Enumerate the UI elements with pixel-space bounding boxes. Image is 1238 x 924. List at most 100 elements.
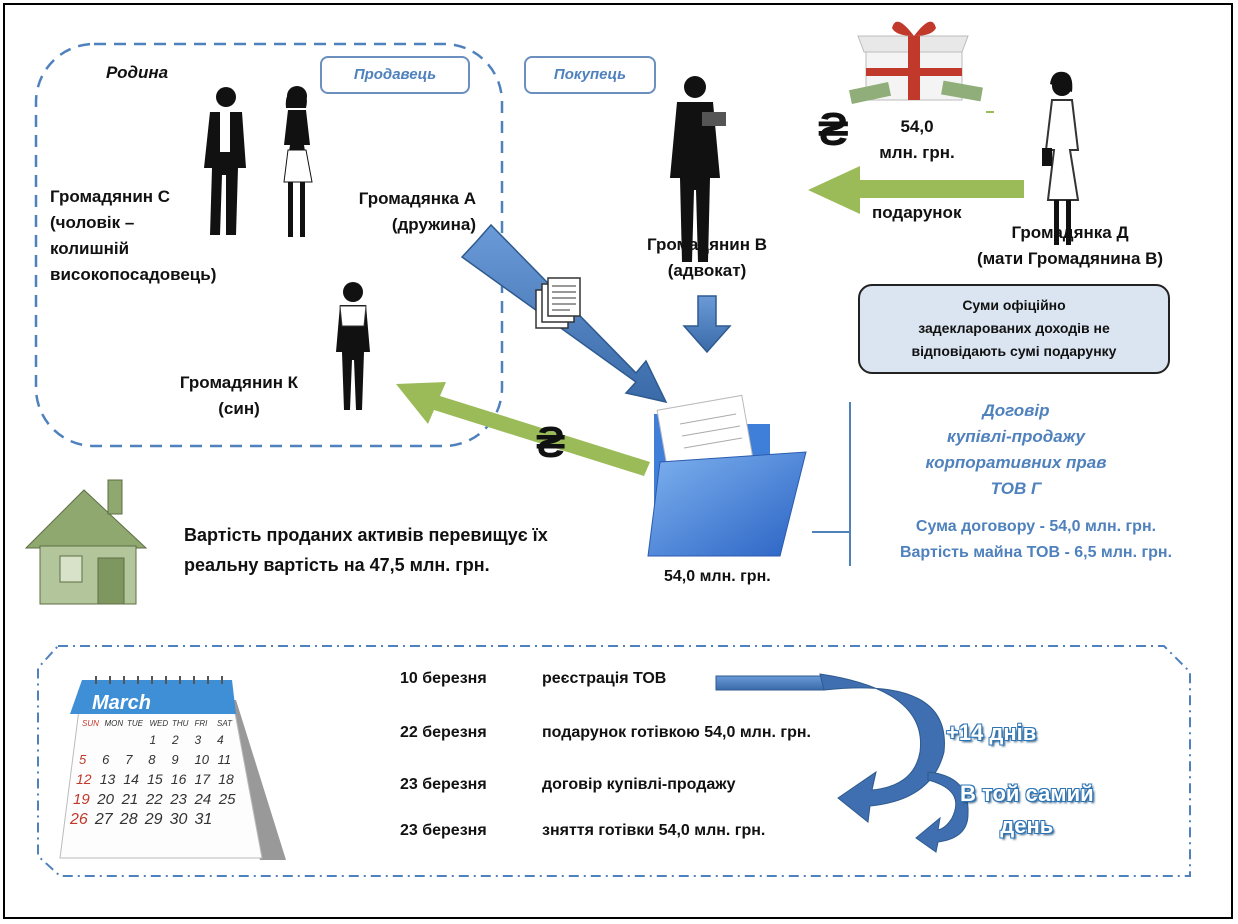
calendar-day: 20 [96, 791, 114, 808]
calendar-day: 6 [102, 752, 110, 767]
hryvnia-icon-payment: ₴ [536, 418, 566, 467]
citizen-b-role: (адвокат) [667, 261, 747, 280]
calendar-day: 25 [218, 791, 236, 808]
down-arrow-b [682, 295, 732, 354]
citizen-k-role: (син) [218, 399, 260, 418]
timeline-date: 23 березня [400, 822, 487, 839]
calendar-day: 7 [125, 752, 133, 767]
gift-amount-unit: млн. грн. [879, 143, 955, 162]
calendar-day: 10 [195, 752, 210, 767]
plus-days-label: +14 днів [946, 720, 1037, 745]
timeline-date: 10 березня [400, 670, 487, 687]
calendar-day: 23 [169, 791, 187, 808]
citizen-c-role-3: високопосадовець) [50, 265, 217, 284]
calendar-day: 4 [217, 733, 224, 747]
calendar-day: 24 [194, 791, 212, 808]
timeline-row-3: 23 березня договір купівлі-продажу [400, 776, 736, 794]
calendar-month: March [92, 692, 151, 714]
contract-bracket [812, 402, 851, 566]
calendar-day: 29 [144, 811, 163, 828]
calendar-day: 1 [150, 733, 157, 747]
calendar-weekday: SAT [217, 719, 233, 728]
citizen-d-name: Громадянка Д [1011, 223, 1129, 242]
same-day-label: В той самий день [960, 778, 1094, 842]
calendar-day: 14 [123, 771, 139, 787]
citizen-b-name: Громадянин В [646, 235, 768, 254]
diagram-frame [3, 3, 1233, 919]
overvalue-text: Вартість проданих активів перевищує їх р… [184, 520, 548, 580]
calendar-weekday: WED [150, 719, 169, 728]
timeline-event: зняття готівки 54,0 млн. грн. [542, 822, 766, 839]
timeline-date: 23 березня [400, 776, 487, 793]
timeline-date: 22 березня [400, 724, 487, 741]
contract-sum: Сума договору - 54,0 млн. грн. [915, 518, 1157, 535]
gift-arrow [808, 166, 1024, 214]
same-day-line-2: день [1000, 813, 1054, 838]
timeline-event: договір купівлі-продажу [542, 776, 736, 793]
citizen-d-silhouette [1042, 71, 1080, 245]
seller-label: Продавець [320, 56, 470, 94]
citizen-a-name: Громадянка А [358, 189, 476, 208]
documents-icon [535, 277, 581, 329]
citizen-c-role-2: колишній [50, 239, 130, 258]
calendar-day: 26 [69, 811, 88, 828]
money-house-icon [24, 479, 148, 605]
calendar-day: 8 [148, 752, 156, 767]
calendar-day: 11 [218, 752, 232, 767]
calendar-day: 17 [195, 771, 212, 787]
calendar-weekday: TUE [127, 719, 144, 728]
timeline-arrow-big [715, 673, 945, 823]
citizen-k-name: Громадянин К [179, 373, 299, 392]
citizen-d-label: Громадянка Д (мати Громадянина В) [950, 220, 1190, 272]
citizen-c-silhouette [204, 87, 246, 235]
timeline-event: реєстрація ТОВ [542, 670, 667, 687]
contract-line-4: ТОВ Г [990, 479, 1042, 498]
calendar-day: 15 [147, 771, 163, 787]
timeline-row-1: 10 березня реєстрація ТОВ [400, 670, 666, 688]
family-label: Родина [106, 63, 169, 82]
callout-line-1: Суми офіційно [962, 297, 1066, 313]
callout-line-2: задекларованих доходів не [918, 320, 1110, 336]
gift-box-icon [848, 21, 983, 105]
calendar-day: 27 [94, 811, 114, 828]
contract-figures: Сума договору - 54,0 млн. грн. Вартість … [844, 514, 1228, 566]
folder-icon [647, 394, 807, 557]
calendar-day: 31 [195, 811, 213, 828]
calendar-day: 22 [145, 791, 163, 808]
income-callout: Суми офіційно задекларованих доходів не … [858, 284, 1170, 374]
money-arrow [396, 382, 650, 476]
calendar-day: 30 [170, 811, 188, 828]
citizen-c-role-1: (чоловік – [50, 213, 135, 232]
calendar-day: 28 [119, 811, 138, 828]
buyer-label: Покупець [524, 56, 656, 94]
calendar-day: 2 [171, 733, 179, 747]
citizen-a-role: (дружина) [391, 215, 476, 234]
overvalue-line-2: реальну вартість на 47,5 млн. грн. [184, 555, 490, 575]
calendar-day: 18 [218, 771, 234, 787]
timeline-arrow-small [915, 771, 969, 853]
gift-amount: 54,0 млн. грн. [862, 114, 972, 166]
calendar-day: 21 [121, 791, 139, 808]
timeline-box [37, 645, 1191, 877]
calendar-day: 9 [171, 752, 178, 767]
calendar-weekday: THU [172, 719, 189, 728]
same-day-line-1: В той самий [960, 781, 1094, 806]
contract-property-value: Вартість майна ТОВ - 6,5 млн. грн. [899, 544, 1173, 561]
folder-amount: 54,0 млн. грн. [664, 568, 771, 585]
contract-line-1: Договір [982, 401, 1050, 420]
gift-label: подарунок [872, 203, 962, 222]
calendar-day: 16 [171, 771, 187, 787]
overvalue-line-1: Вартість проданих активів перевищує їх [184, 525, 548, 545]
gift-amount-value: 54,0 [900, 117, 934, 136]
timeline-event: подарунок готівкою 54,0 млн. грн. [542, 724, 811, 741]
callout-line-3: відповідають сумі подарунку [911, 343, 1117, 359]
timeline-row-2: 22 березня подарунок готівкою 54,0 млн. … [400, 724, 811, 742]
timeline-row-4: 23 березня зняття готівки 54,0 млн. грн. [400, 822, 765, 840]
calendar-day: 19 [73, 791, 90, 808]
calendar-day: 5 [79, 752, 87, 767]
citizen-b-label: Громадянин В (адвокат) [612, 232, 802, 284]
